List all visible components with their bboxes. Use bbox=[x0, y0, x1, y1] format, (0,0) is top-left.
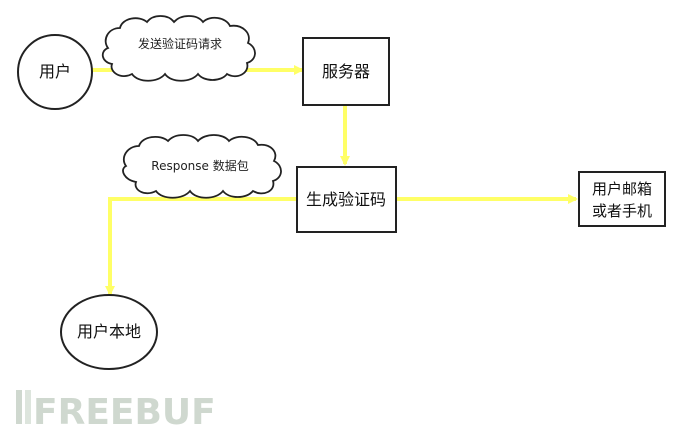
user-local-node-label: 用户本地 bbox=[77, 322, 141, 341]
node-generate-code: 生成验证码 bbox=[296, 166, 397, 233]
watermark-mark-left bbox=[16, 390, 22, 424]
watermark-text: FREEBUF bbox=[33, 392, 216, 433]
server-node-shape bbox=[302, 37, 390, 106]
user-node-shape bbox=[17, 34, 93, 110]
annotation-send-request: 发送验证码请求 bbox=[138, 36, 222, 51]
node-server: 服务器 bbox=[302, 37, 390, 106]
watermark: FREEBUF bbox=[16, 390, 216, 433]
connector-generate-to-user-local bbox=[105, 197, 296, 296]
cloud-shape bbox=[122, 134, 282, 199]
user-email-phone-node-shape bbox=[578, 171, 666, 227]
user-email-phone-node-label-line2: 或者手机 bbox=[592, 202, 652, 220]
user-email-phone-node-label-line1: 用户邮箱 bbox=[592, 180, 652, 198]
node-user-local: 用户本地 bbox=[60, 294, 158, 370]
cloud-response-packet: Response 数据包 bbox=[122, 134, 282, 199]
node-user: 用户 bbox=[17, 34, 93, 110]
user-node-label: 用户 bbox=[39, 62, 71, 81]
server-node-label: 服务器 bbox=[322, 62, 370, 81]
generate-code-node-label: 生成验证码 bbox=[306, 190, 386, 209]
generate-code-node-shape bbox=[296, 166, 397, 233]
user-local-node-shape bbox=[60, 294, 158, 370]
cloud-send-request: 发送验证码请求 bbox=[101, 15, 256, 82]
cloud-shape bbox=[101, 15, 256, 82]
node-user-email-phone: 用户邮箱 或者手机 bbox=[578, 171, 666, 227]
annotation-response-packet: Response 数据包 bbox=[151, 158, 248, 173]
watermark-mark-mid bbox=[25, 390, 31, 424]
